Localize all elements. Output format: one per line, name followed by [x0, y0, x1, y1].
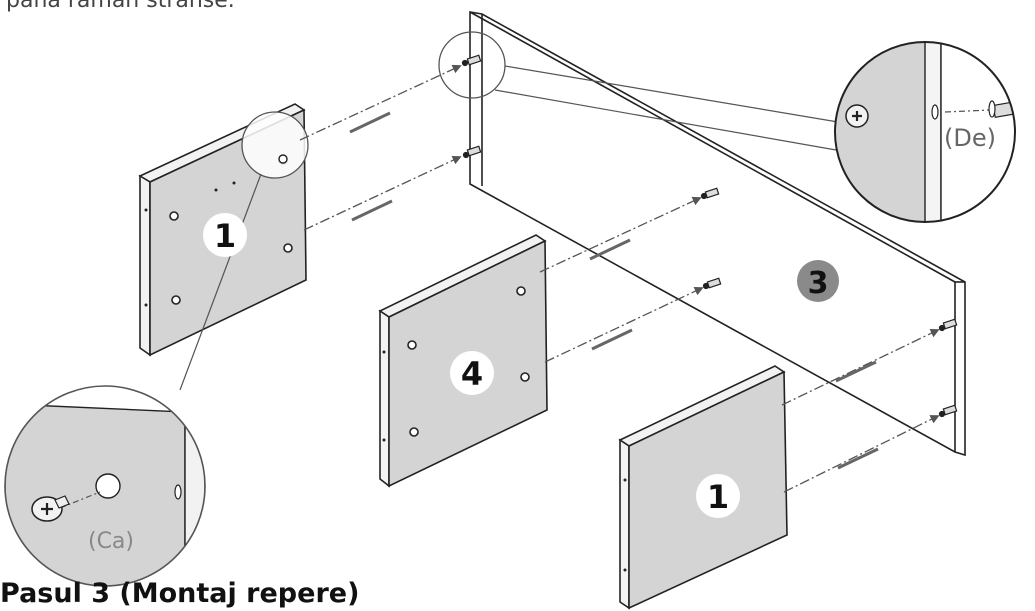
instruction-line-visible: pana raman stranse.: [6, 0, 235, 13]
zoom-source-circle-top: [438, 31, 506, 99]
svg-text:3: 3: [808, 266, 829, 301]
dowel: [938, 404, 958, 418]
detail-callout-left: [241, 111, 309, 179]
step-title: Pasul 3 (Montaj repere): [0, 578, 360, 609]
detail-zoom-top: (De): [834, 41, 1016, 223]
cam-lock-icon: [31, 495, 70, 522]
dowel: [462, 145, 482, 159]
dowel: [700, 187, 720, 200]
guide-arrows: [299, 64, 940, 493]
badge-panel-right: 1: [696, 474, 740, 518]
badge-panel-middle: 4: [450, 351, 494, 395]
detail-label-bottom: (Ca): [88, 529, 134, 554]
back-panel: [469, 11, 966, 457]
instruction-text: pana raman stranse.: [6, 0, 446, 13]
dowel: [702, 277, 722, 290]
dowel-pins: [461, 54, 958, 418]
detail-zoom-bottom: (Ca): [4, 385, 206, 587]
dowel: [938, 318, 958, 332]
svg-text:1: 1: [214, 217, 236, 255]
bold-arrow-segments: [349, 111, 879, 470]
dowel: [461, 54, 482, 67]
svg-text:1: 1: [707, 478, 729, 516]
badge-panel-left: 1: [203, 213, 247, 257]
detail-label-top: (De): [944, 124, 996, 152]
svg-text:4: 4: [461, 355, 483, 393]
badge-panel-back: 3: [797, 260, 839, 302]
